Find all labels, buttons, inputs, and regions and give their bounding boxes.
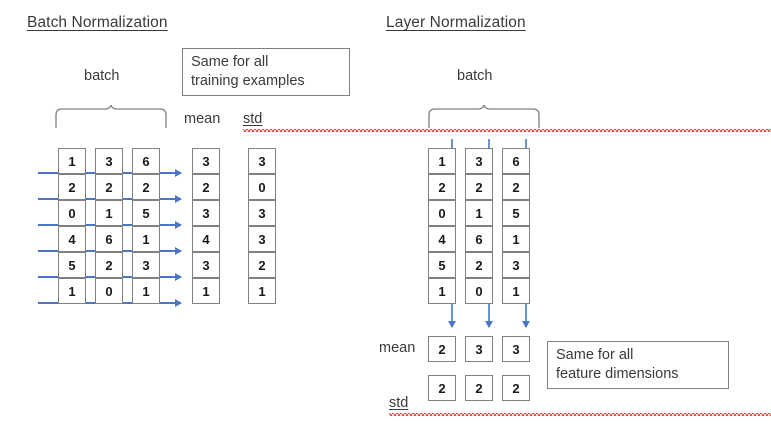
- batch-norm-cell: 2: [95, 252, 123, 278]
- batch-norm-cell: 0: [95, 278, 123, 304]
- layer-norm-cell: 0: [465, 278, 493, 304]
- batch-norm-batch-label: batch: [84, 68, 120, 84]
- batch-norm-mean-cell: 3: [192, 200, 220, 226]
- layer-norm-note-line1: Same for all: [556, 347, 634, 363]
- batch-norm-cell: 0: [58, 200, 86, 226]
- layer-norm-std-cell: 2: [502, 375, 530, 401]
- layer-norm-cell: 2: [465, 252, 493, 278]
- layer-norm-cell: 1: [465, 200, 493, 226]
- layer-norm-brace: [428, 105, 540, 128]
- layer-norm-std-cell: 2: [428, 375, 456, 401]
- batch-norm-mean-label: mean: [184, 111, 221, 127]
- batch-norm-note-line2: training examples: [191, 73, 305, 89]
- batch-norm-cell: 4: [58, 226, 86, 252]
- batch-norm-cell: 2: [95, 174, 123, 200]
- batch-norm-std-cell: 0: [248, 174, 276, 200]
- batch-norm-cell: 1: [58, 278, 86, 304]
- batch-norm-mean-cell: 3: [192, 252, 220, 278]
- layer-norm-cell: 2: [465, 174, 493, 200]
- batch-norm-std-cell: 3: [248, 226, 276, 252]
- batch-norm-cell: 6: [95, 226, 123, 252]
- batch-norm-cell: 1: [132, 278, 160, 304]
- batch-norm-std-cell: 3: [248, 200, 276, 226]
- layer-norm-note-line2: feature dimensions: [556, 366, 679, 382]
- batch-norm-cell: 3: [132, 252, 160, 278]
- layer-norm-cell: 2: [502, 174, 530, 200]
- layer-norm-mean-cell: 3: [465, 336, 493, 362]
- batch-norm-cell: 2: [132, 174, 160, 200]
- batch-norm-cell: 5: [58, 252, 86, 278]
- layer-norm-cell: 4: [428, 226, 456, 252]
- layer-norm-mean-label: mean: [379, 340, 416, 356]
- layer-norm-mean-cell: 3: [502, 336, 530, 362]
- layer-norm-cell: 5: [502, 200, 530, 226]
- layer-norm-std-cell: 2: [465, 375, 493, 401]
- batch-norm-brace: [55, 105, 167, 128]
- layer-norm-title: Layer Normalization: [386, 14, 526, 31]
- layer-norm-cell: 1: [428, 278, 456, 304]
- batch-norm-cell: 3: [95, 148, 123, 174]
- layer-norm-std-label: std: [389, 395, 771, 416]
- batch-norm-std-cell: 2: [248, 252, 276, 278]
- batch-norm-mean-cell: 4: [192, 226, 220, 252]
- batch-norm-cell: 1: [58, 148, 86, 174]
- layer-norm-cell: 1: [502, 278, 530, 304]
- layer-norm-cell: 1: [428, 148, 456, 174]
- layer-norm-note-box: Same for all feature dimensions: [547, 341, 729, 389]
- batch-norm-cell: 2: [58, 174, 86, 200]
- layer-norm-cell: 6: [502, 148, 530, 174]
- layer-norm-cell: 0: [428, 200, 456, 226]
- batch-norm-std-label: std: [243, 111, 771, 132]
- layer-norm-cell: 3: [502, 252, 530, 278]
- layer-norm-cell: 3: [465, 148, 493, 174]
- layer-norm-batch-label: batch: [457, 68, 493, 84]
- layer-norm-cell: 1: [502, 226, 530, 252]
- batch-norm-note-line1: Same for all: [191, 54, 269, 70]
- batch-norm-mean-cell: 3: [192, 148, 220, 174]
- batch-norm-title: Batch Normalization: [27, 14, 168, 31]
- batch-norm-cell: 1: [132, 226, 160, 252]
- batch-norm-cell: 5: [132, 200, 160, 226]
- batch-norm-cell: 6: [132, 148, 160, 174]
- layer-norm-cell: 2: [428, 174, 456, 200]
- layer-norm-cell: 6: [465, 226, 493, 252]
- batch-norm-cell: 1: [95, 200, 123, 226]
- batch-norm-mean-cell: 2: [192, 174, 220, 200]
- batch-norm-note-box: Same for all training examples: [182, 48, 350, 96]
- layer-norm-mean-cell: 2: [428, 336, 456, 362]
- batch-norm-std-cell: 3: [248, 148, 276, 174]
- batch-norm-std-cell: 1: [248, 278, 276, 304]
- layer-norm-cell: 5: [428, 252, 456, 278]
- batch-norm-mean-cell: 1: [192, 278, 220, 304]
